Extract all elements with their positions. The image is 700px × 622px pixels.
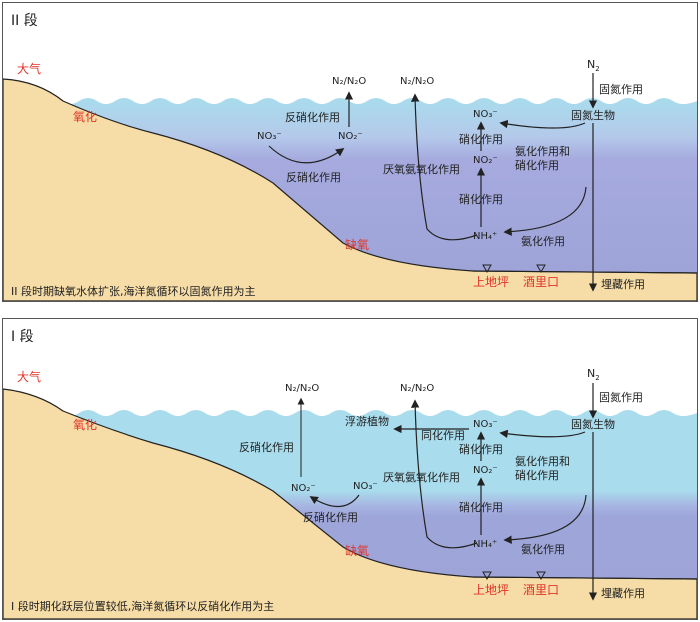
ammonification-arrow	[503, 186, 587, 236]
nitrification-upper-label: 硝化作用	[459, 442, 503, 456]
atmosphere-label: 大气	[17, 61, 41, 76]
anoxic-zone-label: 缺氧	[345, 543, 369, 558]
no2-mid-label: NO₂⁻	[473, 155, 498, 166]
nitrification-lower-label: 硝化作用	[459, 500, 503, 514]
ammonification-nitrification-arrow	[499, 429, 586, 439]
burial-label: 埋藏作用	[601, 587, 645, 600]
denit-curve-arrow	[309, 494, 360, 508]
stage-title: II 段	[11, 13, 38, 29]
left-flux-n2-n2o: N₂/N₂O	[285, 383, 319, 394]
site-shangdiping-marker	[482, 264, 492, 274]
ammon-nitri-label-1: 氨化作用和	[515, 144, 570, 158]
denit-curve-arrow	[268, 145, 345, 164]
no3-left-label: NO₃⁻	[353, 481, 378, 492]
nitrification-upper-label: 硝化作用	[459, 132, 503, 146]
seafloor-line	[472, 576, 697, 580]
burial-label: 埋藏作用	[601, 278, 645, 291]
panel-stage-ii: II 段 大气 氧化 缺氧 N2 固氮作用 固氮生物 埋藏作用 N₂/N₂O 反…	[2, 2, 698, 302]
no3-mid-label: NO₃⁻	[473, 109, 498, 120]
stage-i-diagram: I 段 大气 氧化 缺氧 N2 固氮作用 固氮生物 埋藏作用 N₂/N₂O 反硝…	[3, 329, 697, 619]
assimilation-label: 同化作用	[421, 428, 465, 442]
denit-upper-label: 反硝化作用	[285, 110, 340, 124]
site-jiulikou-marker	[536, 571, 546, 581]
site-jiulikou-label: 酒里口	[523, 275, 559, 289]
stage-ii-diagram: II 段 大气 氧化 缺氧 N2 固氮作用 固氮生物 埋藏作用 N₂/N₂O 反…	[3, 13, 697, 301]
continental-shelf-land	[3, 388, 697, 619]
panel-stage-i: I 段 大气 氧化 缺氧 N2 固氮作用 固氮生物 埋藏作用 N₂/N₂O 反硝…	[2, 318, 698, 620]
panel-caption: I 段时期化跃层位置较低,海洋氮循环以反硝化作用为主	[11, 599, 274, 613]
no2-left-label: NO₂⁻	[338, 131, 363, 142]
ammonification-nitrification-arrow	[499, 119, 586, 129]
left-flux-n2-n2o: N₂/N₂O	[332, 76, 366, 87]
site-jiulikou-label: 酒里口	[523, 583, 559, 597]
anammox-arrow	[410, 93, 478, 241]
oxic-zone-label: 氧化	[73, 418, 97, 432]
no3-mid-label: NO₃⁻	[473, 419, 498, 430]
no2-mid-label: NO₂⁻	[473, 465, 498, 476]
fixation-organisms-label: 固氮生物	[571, 108, 615, 122]
mid-flux-n2-n2o: N₂/N₂O	[400, 383, 434, 394]
fixation-label: 固氮作用	[599, 390, 643, 404]
anammox-label: 厌氧氨氧化作用	[383, 162, 460, 176]
nitrification-lower-label: 硝化作用	[459, 192, 503, 206]
ammonification-label: 氨化作用	[521, 542, 565, 556]
anoxic-zone-label: 缺氧	[345, 237, 369, 252]
ammon-nitri-label-2: 硝化作用	[515, 468, 559, 482]
ammonification-label: 氨化作用	[521, 234, 565, 248]
seafloor-line	[472, 270, 697, 274]
panel-caption: II 段时期缺氧水体扩张,海洋氮循环以固氮作用为主	[11, 284, 255, 298]
oxic-zone-label: 氧化	[73, 110, 97, 124]
fixation-label: 固氮作用	[599, 82, 643, 96]
ammon-nitri-label-2: 硝化作用	[515, 158, 559, 172]
no2-left-label: NO₂⁻	[291, 483, 316, 494]
stage-title: I 段	[11, 329, 34, 345]
denit-upper-label: 反硝化作用	[239, 440, 294, 454]
mid-flux-n2-n2o: N₂/N₂O	[400, 76, 434, 87]
n2-label: N2	[587, 58, 600, 73]
ammonification-arrow	[503, 494, 587, 544]
anammox-arrow	[410, 399, 478, 549]
site-jiulikou-marker	[536, 264, 546, 274]
anammox-label: 厌氧氨氧化作用	[383, 470, 460, 484]
nh4-label: NH₄⁺	[473, 231, 497, 242]
n2-label: N2	[587, 367, 600, 382]
phytoplankton-label: 浮游植物	[345, 414, 389, 428]
atmosphere-label: 大气	[17, 369, 41, 384]
nh4-label: NH₄⁺	[473, 539, 497, 550]
site-shangdiping-label: 上地坪	[473, 583, 509, 597]
denit-lower-label: 反硝化作用	[286, 170, 341, 184]
fixation-organisms-label: 固氮生物	[571, 417, 615, 431]
site-shangdiping-label: 上地坪	[473, 275, 509, 289]
ammon-nitri-label-1: 氨化作用和	[515, 454, 570, 468]
denit-lower-label: 反硝化作用	[303, 510, 358, 524]
site-shangdiping-marker	[482, 571, 492, 581]
continental-shelf-land	[3, 78, 697, 301]
no3-left-label: NO₃⁻	[257, 131, 282, 142]
